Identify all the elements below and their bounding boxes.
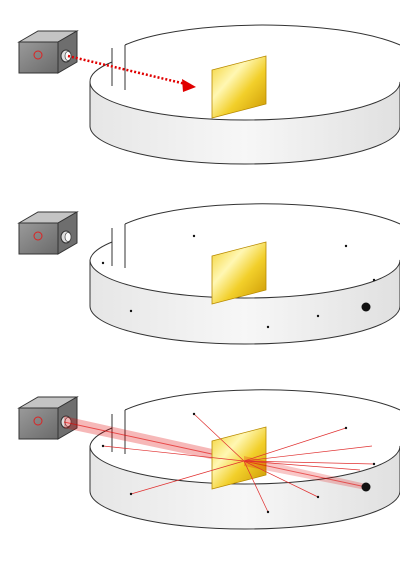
panel-1	[17, 24, 400, 165]
alpha-source-box	[17, 396, 79, 440]
scintillation-dots	[101, 234, 376, 329]
gold-foil	[211, 241, 267, 305]
detector-screen	[89, 203, 400, 345]
scintillation-dots	[101, 412, 376, 514]
scattered-alpha-tracks	[102, 413, 375, 513]
transmitted-beam	[243, 456, 367, 490]
gold-foil	[211, 426, 267, 490]
alpha-source-box	[17, 30, 79, 74]
detector-screen	[89, 389, 400, 530]
alpha-source-box	[17, 211, 79, 255]
alpha-beam-arrow	[67, 54, 196, 92]
gold-foil	[211, 55, 267, 119]
panel-3	[17, 389, 400, 530]
panel-2	[17, 203, 400, 345]
